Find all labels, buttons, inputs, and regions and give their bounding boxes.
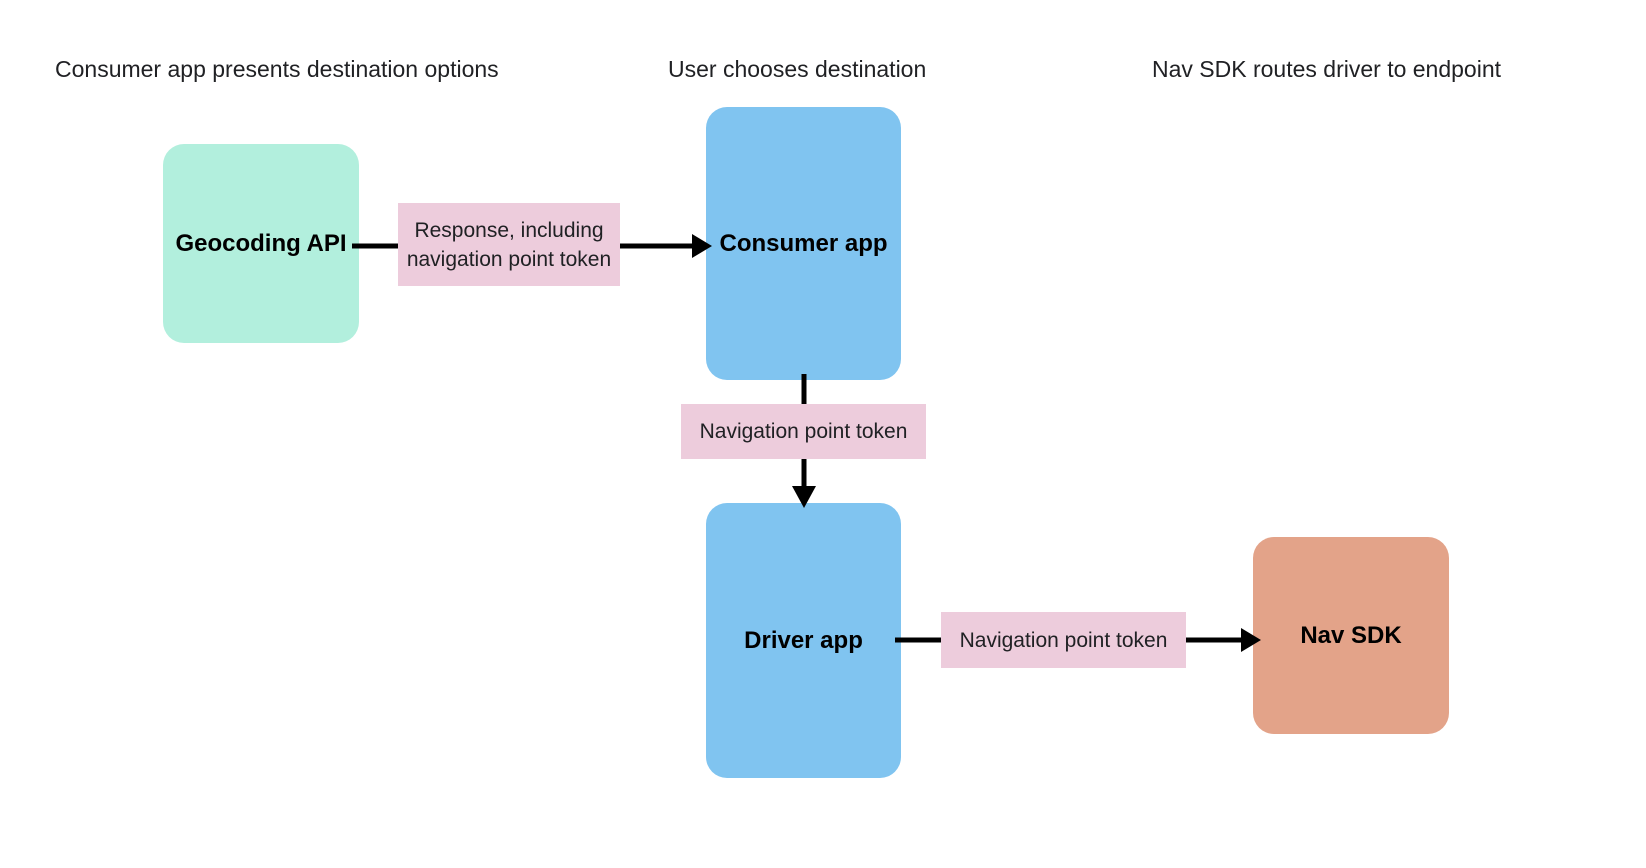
node-geocoding-api-label: Geocoding API — [175, 229, 347, 257]
node-geocoding-api[interactable]: Geocoding API — [163, 144, 359, 343]
node-driver-app[interactable]: Driver app — [706, 503, 901, 778]
column-heading-consumer-app-options: Consumer app presents destination option… — [55, 56, 499, 82]
edge-label-navigation-point-token-text-1: Navigation point token — [699, 420, 908, 443]
edge-label-response-including-navigation-point-token: Response, including navigation point tok… — [398, 203, 620, 286]
column-heading-user-chooses-destination: User chooses destination — [668, 56, 927, 82]
node-driver-app-label: Driver app — [744, 626, 863, 654]
node-consumer-app-label: Consumer app — [719, 229, 888, 257]
node-consumer-app[interactable]: Consumer app — [706, 107, 901, 380]
column-heading-nav-sdk-routes-driver: Nav SDK routes driver to endpoint — [1152, 56, 1502, 82]
node-nav-sdk[interactable]: Nav SDK — [1253, 537, 1449, 734]
edge-label-navigation-point-token-driver-to-navsdk: Navigation point token — [941, 612, 1186, 668]
node-nav-sdk-label: Nav SDK — [1300, 621, 1402, 649]
edge-label-navigation-point-token-text-2: Navigation point token — [959, 628, 1168, 652]
edge-label-response-text: Response, including navigation point tok… — [406, 218, 612, 271]
edge-label-navigation-point-token-consumer-to-driver: Navigation point token — [681, 404, 926, 459]
